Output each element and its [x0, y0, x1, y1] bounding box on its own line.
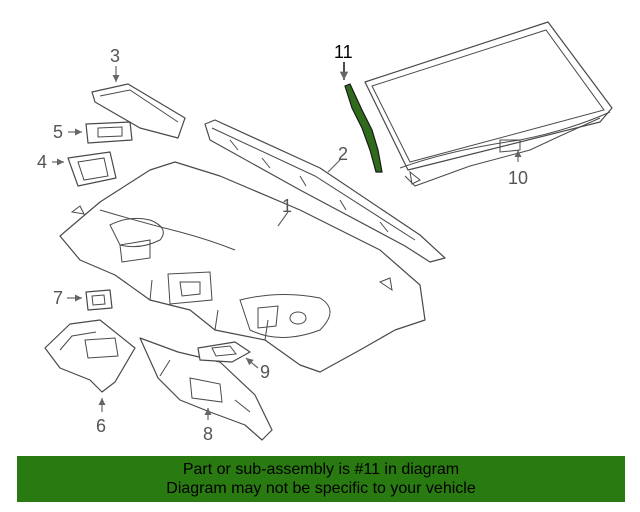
callout-3: 3: [110, 46, 120, 66]
callout-2: 2: [338, 144, 348, 164]
leader-1: [277, 211, 289, 227]
part-4-bracket[interactable]: [67, 151, 117, 187]
banner-line-2: Diagram may not be specific to your vehi…: [166, 480, 476, 497]
part-9-bracket[interactable]: [197, 341, 251, 363]
part-11-weatherstrip[interactable]: [344, 83, 383, 173]
leader-9: [245, 357, 259, 369]
part-3-trim-cover[interactable]: [91, 83, 186, 139]
part-7-clip[interactable]: [85, 289, 113, 311]
part-1-package-tray-panel[interactable]: [59, 161, 426, 373]
callout-1: 1: [282, 196, 292, 216]
callout-10: 10: [508, 168, 528, 188]
parts-diagram: 3 5 4 7 6 8 9 1 2 10 11: [37, 21, 613, 444]
part-10-rear-window[interactable]: [364, 21, 613, 187]
info-banner: Part or sub-assembly is #11 in diagram D…: [17, 456, 625, 502]
leader-2: [327, 159, 341, 173]
banner-line-1: Part or sub-assembly is #11 in diagram: [182, 461, 460, 478]
callout-4: 4: [37, 152, 47, 172]
part-6-side-trim[interactable]: [44, 319, 136, 393]
callout-7: 7: [53, 288, 63, 308]
callout-9: 9: [260, 362, 270, 382]
callout-8: 8: [203, 424, 213, 444]
callout-6: 6: [96, 416, 106, 436]
callout-5: 5: [53, 122, 63, 142]
part-2-package-tray-trim[interactable]: [204, 119, 446, 263]
callout-11: 11: [334, 42, 353, 62]
part-5-bezel[interactable]: [85, 121, 133, 144]
